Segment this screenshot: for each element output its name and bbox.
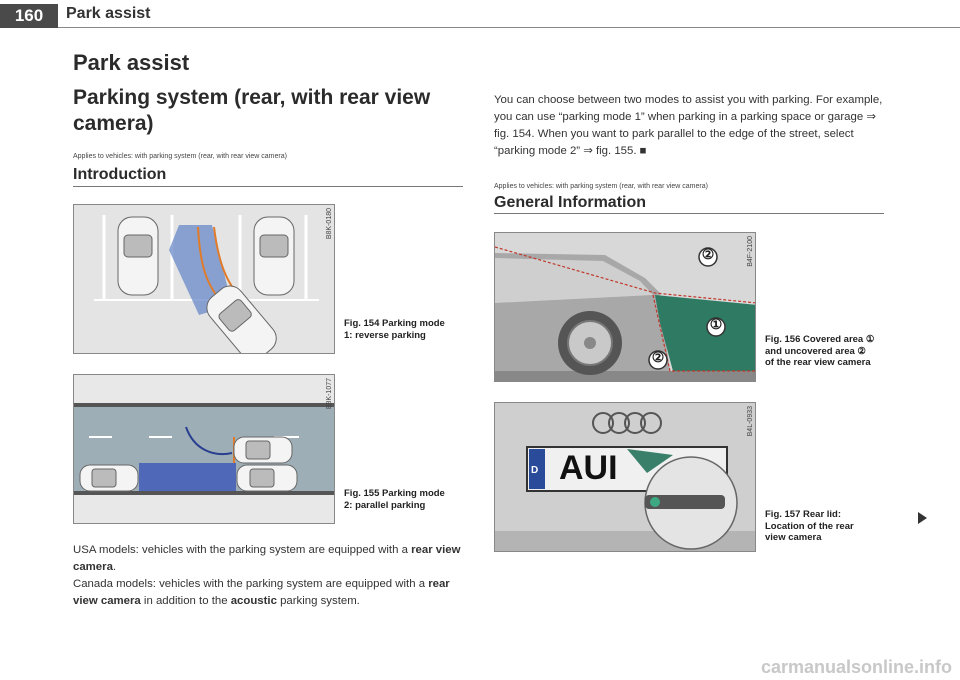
- text-span: parking system.: [276, 595, 360, 607]
- page-number: 160: [0, 4, 58, 28]
- figure-code: B4F-2100: [747, 236, 754, 267]
- running-title: Park assist: [66, 5, 151, 22]
- figure-caption: Fig. 156 Covered area ① and uncovered ar…: [765, 334, 875, 368]
- page-header: 160 Park assist: [0, 0, 960, 28]
- figure-156-camera-coverage: ② ① ②: [494, 232, 756, 382]
- text-span: .: [112, 561, 117, 573]
- text-span: Canada models: vehicles with the parking…: [73, 578, 429, 590]
- rear-lid-illustration: [495, 403, 755, 551]
- modes-paragraph: You can choose between two modes to assi…: [494, 94, 883, 157]
- section-title: Park assist: [73, 50, 190, 75]
- general-information-title: General Information: [494, 194, 647, 211]
- header-rule: [58, 27, 960, 28]
- intro-paragraph-canada: Canada models: vehicles with the parking…: [73, 576, 468, 610]
- text-span: USA models: vehicles with the parking sy…: [73, 544, 412, 556]
- applies-note: Applies to vehicles: with parking system…: [73, 153, 287, 160]
- figure-caption: Fig. 157 Rear lid: Location of the rear …: [765, 509, 854, 543]
- plate-country-code: D: [531, 465, 539, 476]
- parallel-parking-illustration: [74, 375, 334, 523]
- introduction-rule: [73, 186, 463, 187]
- covered-area-label: ①: [709, 316, 723, 332]
- figure-157-rear-lid-camera: D AUI: [494, 402, 756, 552]
- figure-155-parallel-parking: [73, 374, 335, 524]
- watermark: carmanualsonline.info: [760, 657, 952, 677]
- text-span: in addition to the: [140, 595, 231, 607]
- camera-coverage-illustration: [495, 233, 755, 381]
- applies-note: Applies to vehicles: with parking system…: [494, 183, 708, 190]
- intro-paragraph-usa: USA models: vehicles with the parking sy…: [73, 542, 468, 576]
- license-plate-text: AUI: [559, 449, 618, 487]
- continue-arrow-icon: [918, 512, 927, 524]
- general-rule: [494, 213, 884, 214]
- figure-code: B4L-0933: [747, 406, 754, 437]
- figure-caption: Fig. 154 Parking mode 1: reverse parking: [344, 318, 445, 341]
- figure-code: B8K-1077: [326, 378, 333, 410]
- text-emphasis: acoustic: [230, 595, 277, 607]
- uncovered-area-label: ②: [651, 349, 665, 365]
- subsection-title: Parking system (rear, with rear view cam…: [73, 86, 431, 135]
- text-emphasis: rear view camera: [73, 544, 461, 573]
- reverse-parking-illustration: [74, 205, 334, 353]
- figure-154-reverse-parking: [73, 204, 335, 354]
- figure-code: B8K-0180: [326, 208, 333, 240]
- introduction-title: Introduction: [73, 166, 167, 183]
- uncovered-area-label: ②: [701, 246, 715, 262]
- text-emphasis: rear view camera: [73, 578, 450, 607]
- figure-caption: Fig. 155 Parking mode 2: parallel parkin…: [344, 488, 445, 511]
